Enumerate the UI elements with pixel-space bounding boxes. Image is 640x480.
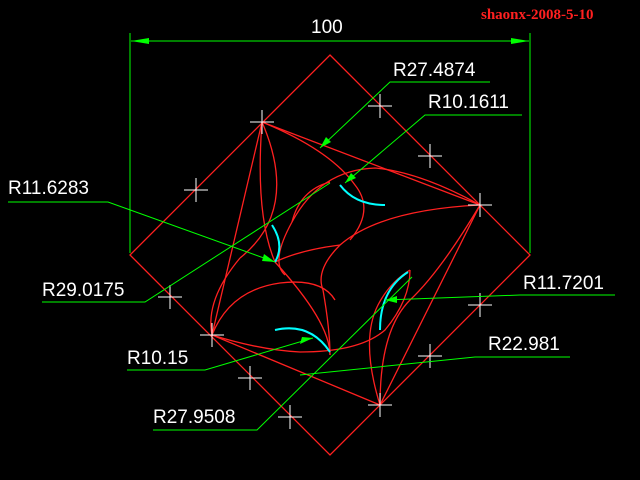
- radius-label: R22.981: [488, 334, 560, 355]
- highlight-arc: [271, 224, 281, 263]
- leader-arrow: [262, 254, 275, 262]
- center-mark: [368, 94, 392, 118]
- red-geometry: [129, 54, 531, 456]
- outer-square: [129, 54, 531, 456]
- radius-leaders: [8, 81, 615, 431]
- leader-line: [42, 182, 331, 303]
- center-mark: [418, 144, 442, 168]
- petal-arc: [379, 204, 481, 406]
- watermark-text: shaonx-2008-5-10: [481, 7, 594, 23]
- highlight-arc: [274, 327, 331, 353]
- petal-arc: [278, 167, 481, 276]
- petal-arc: [239, 121, 278, 259]
- petal-arc: [261, 121, 365, 241]
- center-mark: [238, 366, 262, 390]
- center-mark: [250, 110, 274, 134]
- leader-line: [8, 201, 276, 263]
- center-marks: [158, 94, 492, 429]
- radius-label: R10.15: [127, 348, 188, 369]
- center-mark: [184, 178, 208, 202]
- petal-arc: [211, 281, 336, 336]
- leader-arrow: [345, 173, 356, 183]
- radius-label: R11.6283: [8, 178, 89, 199]
- leader-line: [153, 276, 413, 431]
- radius-label: R27.9508: [153, 407, 235, 428]
- center-mark: [158, 285, 182, 309]
- leader-arrow: [300, 337, 313, 344]
- leader-line: [384, 294, 615, 301]
- center-mark: [368, 393, 392, 417]
- cyan-arcs: [271, 184, 409, 353]
- radius-label: R27.4874: [393, 60, 476, 81]
- center-mark: [418, 344, 442, 368]
- radius-label: R29.0175: [42, 280, 124, 301]
- radius-label: R11.7201: [523, 273, 604, 294]
- width-dimension: [129, 33, 531, 253]
- leader-arrow: [320, 137, 331, 148]
- petal-arc: [320, 204, 481, 356]
- leader-line: [127, 337, 314, 371]
- leader-arrow: [385, 296, 397, 303]
- center-mark: [468, 193, 492, 217]
- radius-label: R10.1611: [428, 92, 509, 113]
- center-mark: [278, 405, 302, 429]
- petal-arc: [274, 244, 341, 263]
- petal-arc: [259, 121, 331, 356]
- leader-line: [344, 114, 522, 184]
- center-mark: [200, 323, 224, 347]
- dimension-arrow-right: [511, 38, 529, 44]
- petal-arc: [210, 257, 241, 336]
- dimension-value: 100: [311, 17, 343, 38]
- leader-arrows: [262, 137, 397, 344]
- center-mark: [468, 293, 492, 317]
- leader-line: [319, 81, 490, 149]
- highlight-arc: [379, 271, 409, 331]
- leader-line: [299, 356, 570, 376]
- highlight-arc: [339, 184, 386, 206]
- petal-arc: [211, 269, 411, 353]
- dimension-arrow-left: [131, 38, 149, 44]
- petal-arc: [291, 181, 331, 223]
